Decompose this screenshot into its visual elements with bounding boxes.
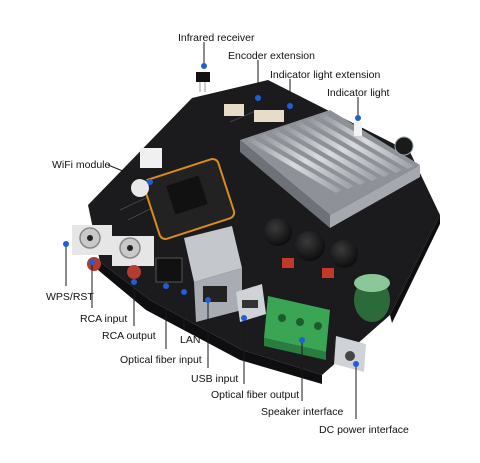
heatsink bbox=[240, 110, 420, 228]
callout-wps-rst: WPS/RST bbox=[46, 291, 94, 303]
marker-dot-dc-power-interface bbox=[353, 361, 359, 367]
marker-dot-speaker-interface bbox=[299, 337, 305, 343]
marker-dot-rca-output bbox=[131, 279, 137, 285]
top-headers bbox=[196, 72, 362, 136]
marker-dot-wifi-module bbox=[147, 179, 153, 185]
callout-speaker-interface: Speaker interface bbox=[261, 406, 344, 418]
callout-usb-input: USB input bbox=[191, 373, 239, 385]
marker-dot-rca-input bbox=[89, 259, 95, 265]
callout-indicator-light-extension: Indicator light extension bbox=[270, 69, 381, 81]
marker-dot-optical-fiber-output bbox=[241, 315, 247, 321]
callout-encoder-extension: Encoder extension bbox=[228, 50, 315, 62]
inductors bbox=[264, 218, 358, 278]
optical-input-port bbox=[155, 257, 183, 283]
wifi-module-part bbox=[131, 148, 236, 240]
marker-dot-lan bbox=[181, 289, 187, 295]
marker-dot-infrared-receiver bbox=[201, 63, 207, 69]
lan-jack bbox=[184, 226, 242, 322]
marker-dot-wps-rst bbox=[63, 241, 69, 247]
callout-indicator-light: Indicator light bbox=[327, 87, 390, 99]
electrolytic-capacitor bbox=[354, 136, 414, 322]
callout-optical-fiber-output: Optical fiber output bbox=[211, 389, 300, 401]
marker-dot-indicator-light bbox=[355, 115, 361, 121]
marker-dot-indicator-light-extension bbox=[287, 103, 293, 109]
marker-dot-usb-input bbox=[205, 297, 211, 303]
callout-wifi-module: WiFi module bbox=[52, 159, 111, 171]
callout-infrared-receiver: Infrared receiver bbox=[178, 32, 255, 44]
callout-dc-power-interface: DC power interface bbox=[319, 424, 409, 436]
speaker-terminal bbox=[264, 296, 330, 360]
marker-dot-encoder-extension bbox=[255, 95, 261, 101]
leader-line-wifi-module bbox=[107, 164, 151, 183]
callout-rca-output: RCA output bbox=[102, 330, 156, 342]
callout-lan: LAN bbox=[180, 334, 201, 346]
callout-rca-input: RCA input bbox=[80, 313, 128, 325]
callout-optical-fiber-input: Optical fiber input bbox=[120, 354, 202, 366]
marker-dot-optical-fiber-input bbox=[163, 283, 169, 289]
usb-port bbox=[236, 284, 266, 322]
rca-jacks bbox=[72, 225, 154, 279]
